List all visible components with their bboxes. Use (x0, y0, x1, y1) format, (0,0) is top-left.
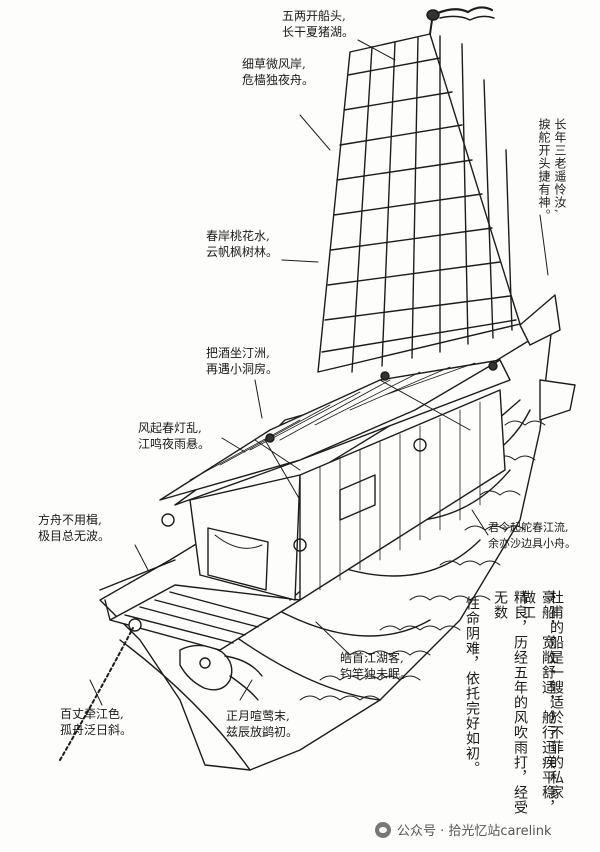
annotation-stern-side: 君今起舵春江流, 余亦沙边具小舟。 (488, 520, 576, 552)
description-column-3: 精良，历经五年的风吹雨打，经受无数 (492, 590, 528, 815)
annotation-line: 正月喧莺末, (226, 709, 290, 723)
annotation-line: 长年三老遥怜汝, (553, 118, 567, 214)
annotation-sail-top: 五两开船头, 长干夏猪湖。 (282, 8, 354, 40)
annotation-line: 捩舵开头捷有神。 (537, 118, 551, 222)
annotation-dragon-head: 正月喧莺末, 兹辰放鹢初。 (226, 708, 298, 740)
annotation-line: 君今起舵春江流, (488, 521, 569, 534)
annotation-line: 把酒坐汀洲, (206, 346, 270, 360)
annotation-line: 百丈牵江色, (60, 707, 124, 721)
annotation-hull-side: 皓首江湖客, 钓竿独未眠。 (340, 650, 412, 682)
watermark-text: 公众号 · 拾光忆站carelink (397, 824, 552, 839)
annotation-line: 钓竿独未眠。 (340, 667, 413, 681)
cabin (159, 359, 511, 601)
annotation-roof: 把酒坐汀洲, 再遇小洞房。 (206, 345, 278, 377)
annotation-line: 再遇小洞房。 (206, 362, 279, 376)
annotation-line: 云帆枫树林。 (206, 245, 279, 259)
watermark: 公众号 · 拾光忆站carelink (375, 820, 552, 839)
annotation-sail-left: 细草微风岸, 危樯独夜舟。 (242, 56, 314, 88)
annotation-line: 余亦沙边具小舟。 (488, 537, 576, 550)
annotation-line: 极目总无波。 (38, 529, 111, 543)
annotation-line: 春岸桃花水, (206, 229, 270, 243)
annotation-line: 兹辰放鹢初。 (226, 725, 299, 739)
annotation-line: 五两开船头, (282, 9, 346, 23)
annotation-bow-deck: 方舟不用楫, 极目总无波。 (38, 512, 110, 544)
annotation-line: 细草微风岸, (242, 57, 306, 71)
annotation-tow-rope: 百丈牵江色, 孤舟泛日斜。 (60, 706, 132, 738)
annotation-lantern: 风起春灯乱, 江鸣夜雨悬。 (138, 420, 210, 452)
annotation-sail-mid: 春岸桃花水, 云帆枫树林。 (206, 228, 278, 260)
annotation-line: 方舟不用楫, (38, 513, 102, 527)
description-column-4: 性命阴难，依托完好如初。 (464, 596, 480, 776)
annotation-line: 江鸣夜雨悬。 (138, 437, 211, 451)
annotation-line: 风起春灯乱, (138, 421, 202, 435)
description-column-1: 杜甫的船是一艘适於不菲的私家 (548, 590, 564, 800)
annotation-rudder: 长年三老遥怜汝,捩舵开头捷有神。 (536, 118, 568, 228)
stern (519, 294, 576, 421)
annotation-line: 孤舟泛日斜。 (60, 723, 133, 737)
annotation-line: 皓首江湖客, (340, 651, 404, 665)
annotation-line: 长干夏猪湖。 (282, 25, 355, 39)
description-column-2: 豪船，宽敞舒适，舱行迅疾平稳，做工 (520, 590, 556, 815)
sail (317, 6, 521, 373)
annotation-line: 危樯独夜舟。 (242, 73, 315, 87)
wechat-icon (375, 821, 391, 838)
